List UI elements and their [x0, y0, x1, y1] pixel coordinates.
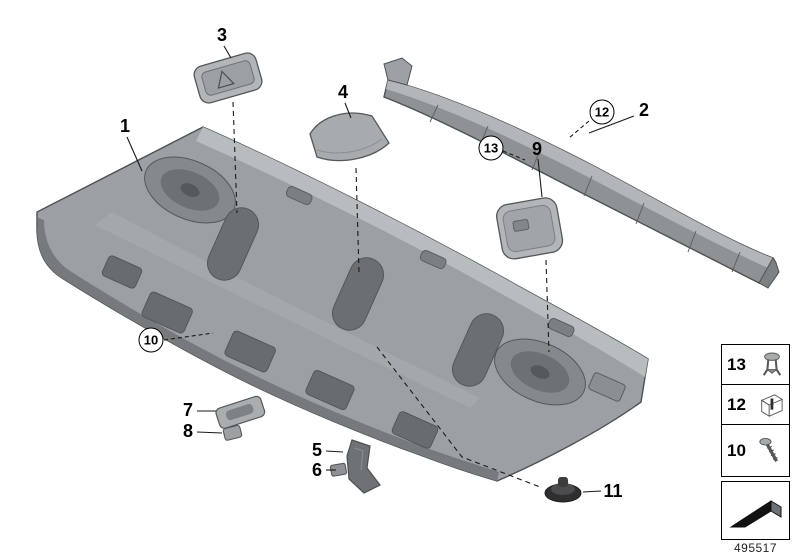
callout-2[interactable]: 2: [638, 100, 650, 120]
callout-11[interactable]: 11: [603, 481, 623, 501]
callout-9[interactable]: 9: [531, 139, 543, 159]
legend-label-10: 10: [727, 440, 746, 460]
bracket-part-5: [346, 439, 381, 494]
callout-12[interactable]: 12: [589, 99, 615, 125]
expanding-rivet-icon: [760, 393, 784, 417]
cover-part-3: [193, 52, 263, 104]
rear-window-trim-part: [383, 57, 780, 289]
callout-13[interactable]: 13: [478, 135, 504, 161]
belt-guide-openings: [206, 207, 505, 387]
legend-label-13: 13: [727, 354, 746, 374]
cover-part-9: [496, 197, 564, 260]
direction-symbol-box: [721, 481, 790, 540]
legend-row-10[interactable]: 10: [722, 425, 789, 476]
callout-3[interactable]: 3: [216, 25, 228, 45]
front-direction-arrow-icon: [728, 499, 781, 527]
shelf-slots: [285, 186, 626, 402]
fastener-legend: 13 12 10: [721, 344, 790, 540]
screw-icon: [759, 437, 778, 462]
shelf-cutouts: [101, 255, 439, 449]
callout-5[interactable]: 5: [311, 440, 323, 460]
cover-part-4: [309, 112, 390, 162]
plug-part-11: [544, 477, 582, 503]
legend-row-12[interactable]: 12: [722, 385, 789, 425]
clip-fastener-icon: [762, 352, 782, 376]
callout-1[interactable]: 1: [119, 116, 131, 136]
callout-7[interactable]: 7: [182, 400, 194, 420]
clip-part-8: [222, 424, 243, 441]
fastener-legend-table: 13 12 10: [721, 344, 790, 477]
callout-6[interactable]: 6: [311, 460, 323, 480]
speaker-opening-left: [144, 156, 236, 224]
callout-4[interactable]: 4: [337, 82, 349, 102]
parcel-shelf-part: [36, 126, 649, 482]
callout-10[interactable]: 10: [138, 327, 164, 353]
clip-part-6: [329, 462, 348, 477]
speaker-opening-right: [494, 338, 586, 406]
legend-label-12: 12: [727, 394, 746, 414]
warning-triangle-icon: [217, 70, 235, 89]
leader-lines: [126, 45, 635, 493]
diagram-part-number: 495517: [733, 541, 778, 555]
callout-8[interactable]: 8: [182, 421, 194, 441]
legend-row-13[interactable]: 13: [722, 345, 789, 385]
bracket-part-7: [215, 395, 266, 429]
